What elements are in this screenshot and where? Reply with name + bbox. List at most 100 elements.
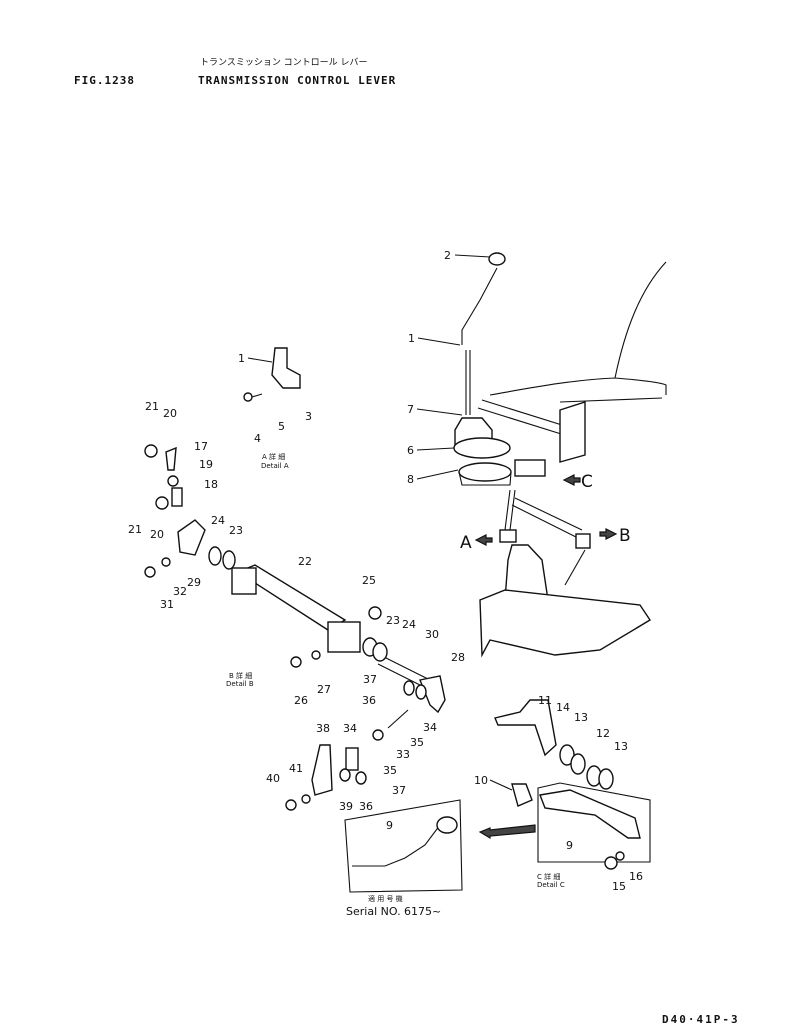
boot-ring [453, 437, 511, 459]
callout-17: 17 [194, 440, 208, 453]
callout-1: 1 [408, 332, 415, 345]
vertical-link [504, 489, 516, 531]
callout-28: 28 [451, 651, 465, 664]
callout-7: 7 [407, 403, 414, 416]
detail-c-lever-11 [494, 699, 557, 757]
title-japanese: トランスミッション コントロール レバー [200, 58, 368, 68]
callout-37-top: 37 [363, 673, 377, 686]
detail-a-jp: A 詳 細 [262, 453, 286, 461]
nut-20-bottom [155, 496, 169, 510]
washer-16 [615, 851, 625, 861]
callout-31: 31 [160, 598, 174, 611]
stud-33 [387, 709, 409, 729]
callout-35: 35 [383, 764, 397, 777]
callout-22: 22 [298, 555, 312, 568]
serial-box [344, 799, 463, 893]
callout-36: 36 [359, 800, 373, 813]
callout-38: 38 [316, 722, 330, 735]
detail-a-bolt [243, 392, 253, 402]
arrow-c [562, 474, 581, 486]
bushing-24b [372, 642, 388, 662]
callout-18: 18 [204, 478, 218, 491]
link-joint-b [575, 533, 591, 549]
lever-29 [177, 519, 206, 556]
callout-15: 15 [612, 880, 626, 893]
detail-c-caption: Detail C [537, 881, 565, 889]
washer-36b [355, 771, 367, 785]
washer-39 [339, 768, 351, 782]
callout-35-top: 35 [410, 736, 424, 749]
view-marker-c: C [581, 472, 593, 492]
callout-21-bottom: 21 [128, 523, 142, 536]
serial-arrow [478, 824, 536, 840]
callout-11: 11 [538, 694, 552, 707]
callout-34-top: 34 [423, 721, 437, 734]
bracket-38 [311, 744, 333, 796]
callout-29: 29 [187, 576, 201, 589]
bushing-35a [415, 684, 427, 700]
bolt-31 [144, 566, 156, 578]
transmission-case [479, 589, 651, 658]
callout-labels: 2 1 7 6 8 1 4 5 3 21 20 17 19 18 21 20 2… [128, 249, 643, 893]
link-down [564, 549, 586, 586]
rod-9-end [436, 816, 458, 834]
detail-c-lever-9 [539, 789, 641, 839]
callout-37: 37 [392, 784, 406, 797]
washer-32 [161, 557, 171, 567]
diagram-title: TRANSMISSION CONTROL LEVER [198, 74, 397, 87]
callout-4: 4 [254, 432, 261, 445]
callout-25: 25 [362, 574, 376, 587]
callout-6: 6 [407, 444, 414, 457]
callout-20-bottom: 20 [150, 528, 164, 541]
callout-12: 12 [596, 727, 610, 740]
callout-19: 19 [199, 458, 213, 471]
lever-28 [419, 675, 446, 714]
ball-joint-17 [165, 446, 177, 471]
washer-27 [311, 650, 321, 660]
shift-knob [488, 252, 506, 266]
callout-8: 8 [407, 473, 414, 486]
callout-13: 13 [614, 740, 628, 753]
link-joint-a [499, 529, 517, 543]
callout-40: 40 [266, 772, 280, 785]
page-code: D40·41P-3 [662, 1013, 740, 1026]
detail-b-jp: B 詳 細 [229, 672, 253, 680]
callout-24b: 24 [402, 618, 416, 631]
callout-33: 33 [396, 748, 410, 761]
cab-outline [489, 261, 667, 403]
callout-9: 9 [566, 839, 573, 852]
callout-10: 10 [474, 774, 488, 787]
callout-1-detail-a: 1 [238, 352, 245, 365]
detail-c-box [537, 782, 651, 863]
detail-a-caption: Detail A [261, 462, 289, 470]
pin-30 [377, 655, 431, 689]
callout-23: 23 [229, 524, 243, 537]
washer-13b [598, 768, 614, 790]
shaft-22-end-left [231, 567, 257, 595]
bolt-26 [290, 656, 302, 668]
callout-34: 34 [343, 722, 357, 735]
callout-9-serial: 9 [386, 819, 393, 832]
callout-27: 27 [317, 683, 331, 696]
knob-10 [511, 783, 533, 807]
arrow-a [474, 534, 493, 546]
view-marker-a: A [460, 533, 472, 553]
bolt-40 [285, 799, 297, 811]
bolt-15 [604, 856, 618, 870]
serial-number: Serial NO. 6175~ [346, 905, 442, 918]
arrow-b [599, 528, 618, 540]
washer-41 [301, 794, 311, 804]
bushing-12a [570, 753, 586, 775]
nut-35b [372, 729, 384, 741]
callout-16: 16 [629, 870, 643, 883]
callout-3: 3 [305, 410, 312, 423]
stud-34 [345, 747, 359, 771]
figure-number: FIG.1238 [74, 74, 135, 87]
callout-41: 41 [289, 762, 303, 775]
rod-9 [352, 824, 441, 867]
callout-13-top: 13 [574, 711, 588, 724]
link-block [514, 459, 546, 477]
callout-39: 39 [339, 800, 353, 813]
detail-b-caption: Detail B [226, 680, 254, 688]
shift-lever-rod [461, 267, 498, 415]
